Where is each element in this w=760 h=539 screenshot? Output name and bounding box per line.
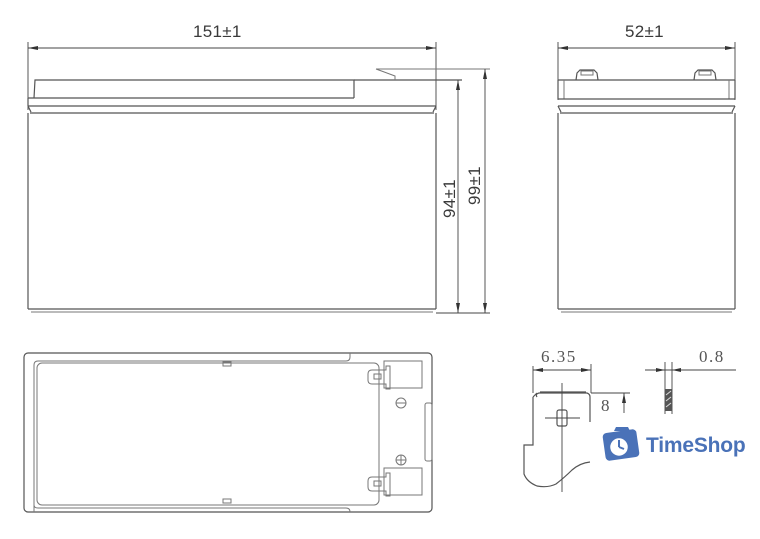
- front-width-label: 151±1: [193, 22, 242, 41]
- body-height-label: 94±1: [440, 179, 459, 218]
- side-width-label: 52±1: [625, 22, 664, 41]
- terminal-width-label: 6.35: [541, 347, 577, 366]
- logo-text: TimeShop: [646, 434, 746, 457]
- terminal-height-label: 8: [601, 396, 611, 415]
- terminal-thickness-label: 0.8: [699, 347, 725, 366]
- side-view: [557, 42, 736, 313]
- watermark-logo: TimeShop: [602, 424, 746, 468]
- briefcase-clock-icon: [602, 427, 640, 461]
- terminal-detail: [523, 362, 736, 492]
- top-view: [23, 352, 433, 513]
- total-height-label: 99±1: [465, 166, 484, 205]
- front-view: [27, 42, 490, 314]
